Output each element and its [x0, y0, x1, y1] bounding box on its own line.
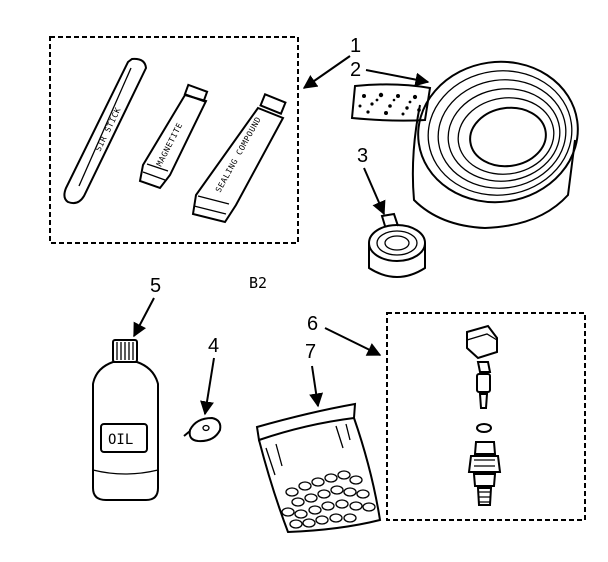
oil-label: OIL — [108, 432, 133, 448]
small-tape-roll — [368, 212, 426, 278]
kit-box-outline — [49, 36, 299, 244]
kit-box-group: SIR STICK MAGNETITE SEALING COMPOUND — [49, 36, 299, 244]
figure-code: B2 — [249, 274, 267, 292]
sealing-compound-label: SEALING COMPOUND — [214, 115, 263, 194]
callout-6: 6 — [307, 313, 318, 335]
o-ring-bag — [255, 402, 382, 534]
sealing-compound-tube: SEALING COMPOUND — [191, 93, 287, 224]
magnetite-tube-label: MAGNETITE — [155, 121, 185, 168]
tape-texture — [358, 92, 421, 116]
oil-label-box — [100, 423, 148, 453]
callout-3: 3 — [357, 145, 368, 167]
callout-2: 2 — [350, 59, 361, 81]
magnetite-tube: MAGNETITE — [138, 83, 209, 190]
callout-1: 1 — [350, 35, 361, 57]
sir-stick: SIR STICK — [63, 57, 148, 205]
callout-5: 5 — [150, 275, 161, 297]
small-fitting — [183, 416, 222, 443]
callout-7: 7 — [305, 341, 316, 363]
oil-bottle: OIL — [92, 339, 159, 501]
valve-kit-box — [386, 312, 586, 521]
valve-kit-outline — [386, 312, 586, 521]
tape-roll — [350, 60, 579, 230]
o-rings — [281, 470, 376, 529]
callout-4: 4 — [208, 335, 219, 357]
